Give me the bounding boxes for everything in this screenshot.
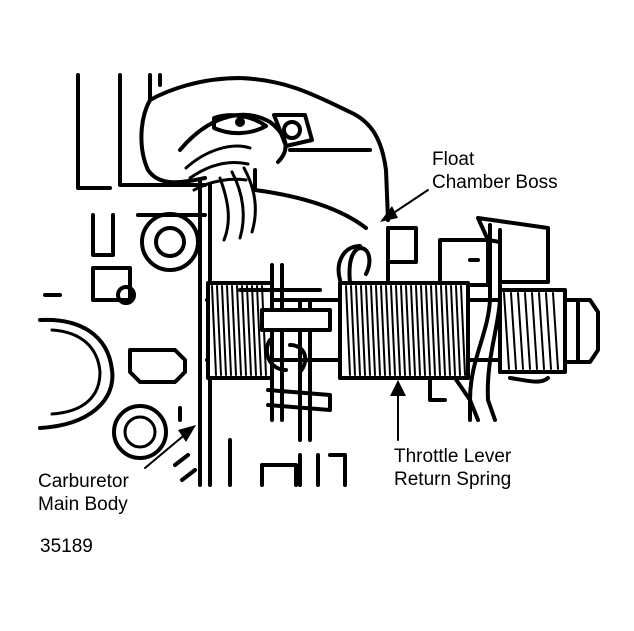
return-spring-coils [345, 285, 466, 376]
return-spring-winding [405, 285, 411, 376]
return-spring-winding [460, 285, 466, 376]
return-spring-winding [445, 285, 451, 376]
left-coil-winding [246, 285, 252, 376]
float-label-line1: Float [432, 149, 475, 170]
right-thread-winding [510, 292, 517, 370]
return-spring-winding [350, 285, 356, 376]
figure-number: 35189 [40, 536, 93, 557]
main-body-label-line1: Carburetor [38, 471, 129, 492]
left-coil-winding [226, 285, 232, 376]
main-body-pointer [144, 425, 196, 469]
return-spring-winding [370, 285, 376, 376]
right-thread-winding [545, 292, 552, 370]
return-spring-winding [390, 285, 396, 376]
lower-fittings [228, 376, 550, 487]
right-thread-winding [503, 292, 510, 370]
return-spring-winding [450, 285, 456, 376]
left-coil-spring [206, 281, 274, 380]
return-spring-pointer [390, 380, 406, 441]
return-spring-winding [355, 285, 361, 376]
left-coil-winding [221, 285, 227, 376]
return-spring-winding [440, 285, 446, 376]
return-spring-winding [435, 285, 441, 376]
return-spring-winding [365, 285, 371, 376]
threaded-shaft-end [498, 288, 600, 374]
return-spring-winding [385, 285, 391, 376]
return-spring-label-line1: Throttle Lever [394, 446, 512, 467]
float-chamber-boss-pointer [380, 189, 429, 222]
return-spring-winding [395, 285, 401, 376]
return-spring-winding [415, 285, 421, 376]
left-coil-winding [231, 285, 237, 376]
linkage-rods [238, 263, 332, 442]
main-body-label-line2: Main Body [38, 494, 128, 515]
return-spring-winding [400, 285, 406, 376]
return-spring-winding [375, 285, 381, 376]
return-spring-winding [420, 285, 426, 376]
return-spring-winding [425, 285, 431, 376]
right-thread-winding [524, 292, 531, 370]
right-thread-winding [538, 292, 545, 370]
left-coil-winding [216, 285, 222, 376]
return-spring-winding [410, 285, 416, 376]
right-threaded-coils [498, 288, 567, 374]
float-label-line2: Chamber Boss [432, 172, 558, 193]
return-spring-winding [455, 285, 461, 376]
left-coil-winding [236, 285, 242, 376]
right-thread-winding [517, 292, 524, 370]
right-thread-winding [552, 292, 559, 370]
right-thread-winding [531, 292, 538, 370]
carburetor-main-body-casting [38, 73, 212, 487]
return-spring-winding [345, 285, 351, 376]
left-coil-winding [256, 285, 262, 376]
return-spring-label-line2: Return Spring [394, 469, 511, 490]
return-spring-winding [360, 285, 366, 376]
upper-casting [139, 73, 390, 242]
return-spring-winding [380, 285, 386, 376]
float-chamber-boss [386, 226, 418, 282]
return-spring-winding [430, 285, 436, 376]
throttle-lever-return-spring [336, 244, 470, 380]
left-coil-winding [211, 285, 217, 376]
left-coil-winding [241, 285, 247, 376]
right-coil-outline [498, 288, 567, 374]
left-coil-winding [251, 285, 257, 376]
